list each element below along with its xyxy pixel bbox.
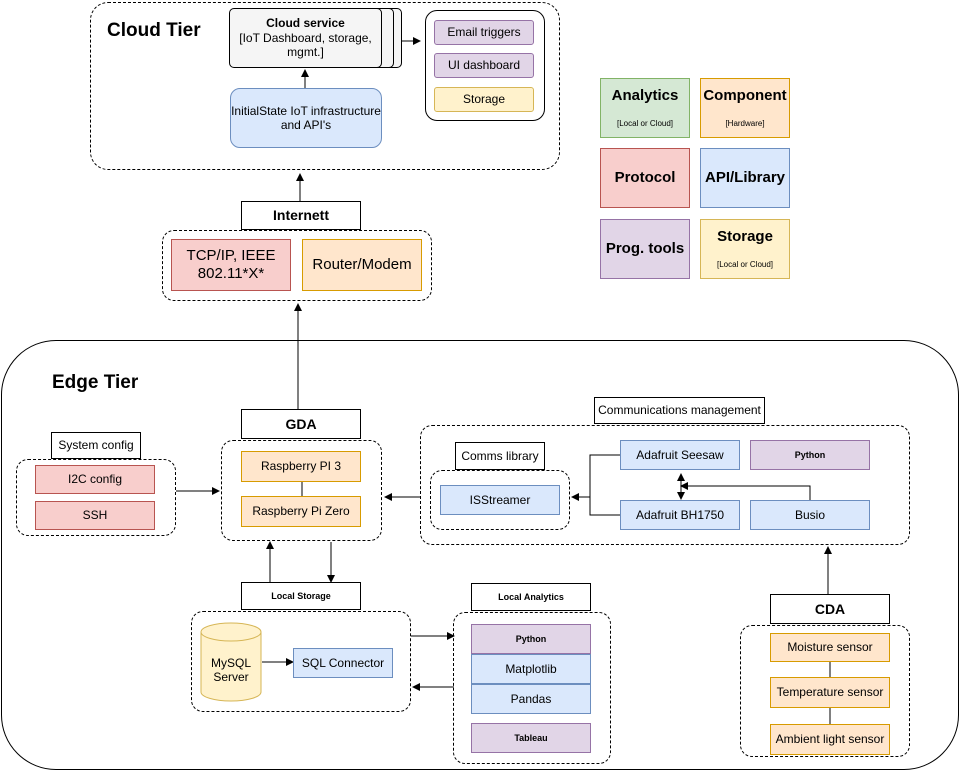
edge-tier-container	[1, 340, 959, 770]
pandas: Pandas	[471, 684, 591, 714]
legend-protocol: Protocol	[600, 148, 690, 208]
ambient-light-sensor: Ambient light sensor	[770, 724, 890, 755]
comms-management-container	[420, 425, 910, 545]
legend-prog-tools-title: Prog. tools	[605, 240, 685, 257]
mysql-database-icon	[200, 622, 262, 702]
edge-tier-label: Edge Tier	[52, 372, 139, 393]
tableau: Tableau	[471, 723, 591, 753]
busio: Busio	[750, 500, 870, 530]
cloud-service-title: Cloud service	[266, 16, 345, 31]
local-storage-header: Local Storage	[241, 582, 361, 610]
local-storage-container	[191, 611, 411, 712]
i2c-config: I2C config	[35, 465, 155, 494]
link-seesaw-bh1750	[589, 454, 620, 516]
legend-storage-note: [Local or Cloud]	[716, 260, 774, 270]
analytics-python: Python	[471, 624, 591, 654]
cloud-tier-label: Cloud Tier	[107, 20, 201, 41]
legend-api-title: API/Library	[704, 169, 786, 186]
internet-header: Internett	[241, 201, 361, 230]
router-modem: Router/Modem	[302, 239, 422, 291]
moisture-sensor: Moisture sensor	[770, 633, 890, 662]
comms-library-header: Comms library	[455, 442, 545, 470]
ssh: SSH	[35, 501, 155, 530]
legend-prog-tools: Prog. tools	[600, 219, 690, 279]
email-triggers: Email triggers	[434, 20, 534, 45]
raspberry-pi-3: Raspberry PI 3	[241, 451, 361, 482]
cloud-tier-container	[90, 2, 560, 170]
cda-header: CDA	[770, 594, 890, 624]
legend-component-title: Component	[703, 87, 787, 105]
legend-component: Component [Hardware]	[700, 78, 790, 138]
initialstate-infrastructure: InitialState IoT infrastructure and API'…	[230, 88, 382, 148]
comms-management-header: Communications management	[594, 397, 765, 424]
cloud-storage: Storage	[434, 87, 534, 112]
cloud-service-subtitle: [IoT Dashboard, storage, mgmt.]	[239, 30, 372, 60]
arrow-busio	[680, 482, 811, 500]
legend-analytics-note: [Local or Cloud]	[616, 119, 674, 129]
raspberry-pi-zero: Raspberry Pi Zero	[241, 496, 361, 527]
local-analytics-header: Local Analytics	[471, 583, 591, 611]
temperature-sensor: Temperature sensor	[770, 677, 890, 708]
local-analytics-container	[453, 612, 611, 764]
legend-protocol-title: Protocol	[614, 169, 676, 186]
legend-component-note: [Hardware]	[725, 119, 765, 129]
system-config-header: System config	[51, 432, 141, 459]
legend-api-library: API/Library	[700, 148, 790, 208]
legend-storage-title: Storage	[717, 228, 773, 246]
legend-storage: Storage [Local or Cloud]	[700, 219, 790, 279]
matplotlib: Matplotlib	[471, 654, 591, 684]
cloud-service-box: Cloud service [IoT Dashboard, storage, m…	[229, 8, 382, 68]
system-config-container	[16, 459, 176, 536]
gda-container	[221, 440, 382, 541]
comms-library-container	[430, 470, 570, 530]
internet-container	[162, 230, 432, 301]
adafruit-seesaw: Adafruit Seesaw	[620, 440, 740, 470]
mysql-server: MySQL Server	[210, 655, 251, 684]
cloud-outputs-container	[425, 10, 545, 121]
comms-python: Python	[750, 440, 870, 470]
isstreamer: ISStreamer	[440, 485, 560, 515]
legend-analytics: Analytics [Local or Cloud]	[600, 78, 690, 138]
sql-connector: SQL Connector	[293, 648, 393, 678]
tcp-ip-protocol: TCP/IP, IEEE 802.11*X*	[171, 239, 291, 291]
cda-container	[740, 625, 910, 757]
adafruit-bh1750: Adafruit BH1750	[620, 500, 740, 530]
legend-analytics-title: Analytics	[611, 87, 679, 105]
gda-header: GDA	[241, 409, 361, 439]
ui-dashboard: UI dashboard	[434, 53, 534, 78]
